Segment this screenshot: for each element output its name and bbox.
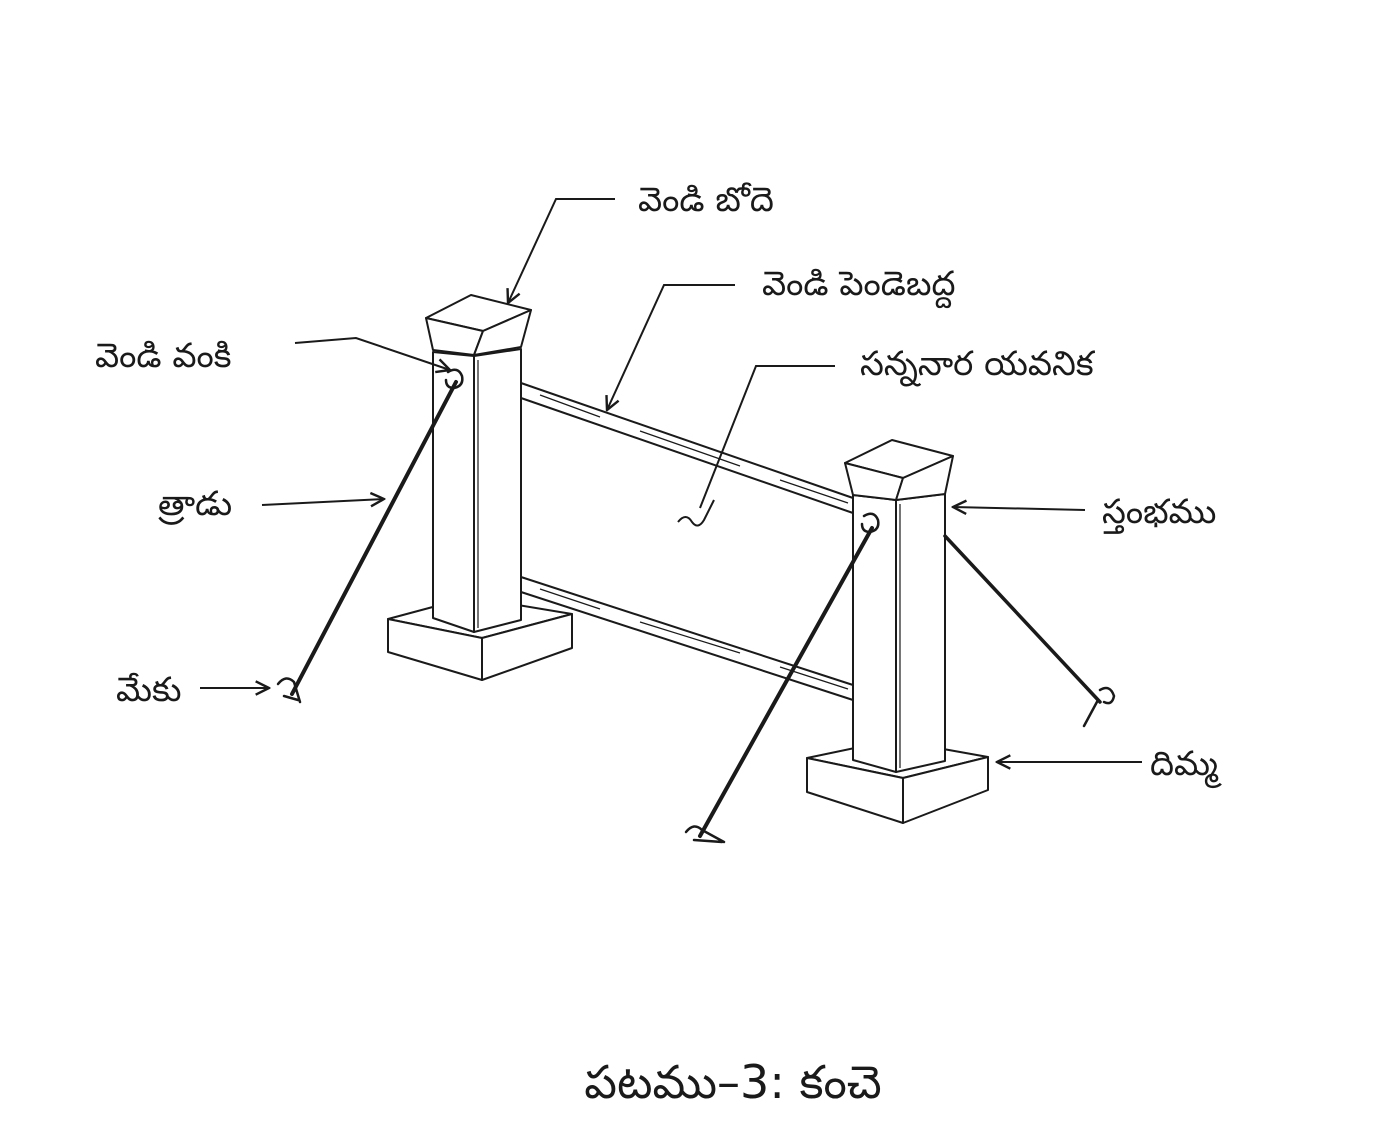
left-shaft-left	[432, 351, 475, 633]
left-shaft-right	[473, 348, 522, 633]
figure-caption: పటము–3: కంచె	[0, 1052, 1386, 1112]
label-silver-knob: వెండి బోదె	[638, 180, 774, 220]
right-hook-icon	[860, 512, 880, 534]
bottom-rail	[520, 576, 854, 701]
label-peg: మేకు	[116, 670, 182, 710]
right-front-rope	[684, 512, 880, 844]
label-pillar: స్తంభము	[1102, 492, 1217, 532]
leader-curtain	[699, 365, 835, 509]
label-silver-band: వెండి పెండెబద్ద	[762, 264, 956, 304]
leader-rope	[261, 499, 384, 505]
leader-silver-hook	[294, 336, 450, 370]
top-rail	[520, 382, 854, 514]
leader-silver-band	[607, 284, 735, 410]
right-cap-right	[895, 455, 954, 501]
right-back-rope	[943, 534, 1116, 728]
front-peg-icon	[684, 825, 726, 844]
leader-pillar	[953, 507, 1086, 510]
label-base: దిమ్మ	[1150, 744, 1218, 784]
left-hook-icon	[444, 368, 464, 390]
right-shaft-left	[852, 494, 897, 773]
left-peg-icon	[276, 677, 302, 704]
right-pillar	[806, 439, 989, 824]
left-pillar	[387, 294, 573, 681]
label-rope: త్రాడు	[158, 484, 233, 524]
label-curtain: సన్ననార యవనిక	[860, 344, 1094, 384]
left-rope	[276, 368, 464, 704]
figure-caption-text: పటము–3: కంచె	[584, 1055, 882, 1109]
back-peg-icon	[1082, 686, 1116, 728]
right-shaft-right	[895, 493, 946, 773]
leader-silver-knob	[508, 198, 615, 303]
left-cap-right	[473, 309, 532, 356]
label-silver-hook: వెండి వంకి	[95, 336, 232, 376]
left-base-right	[481, 613, 573, 681]
right-base-right	[902, 756, 989, 824]
curtain-hook-icon	[677, 499, 715, 527]
